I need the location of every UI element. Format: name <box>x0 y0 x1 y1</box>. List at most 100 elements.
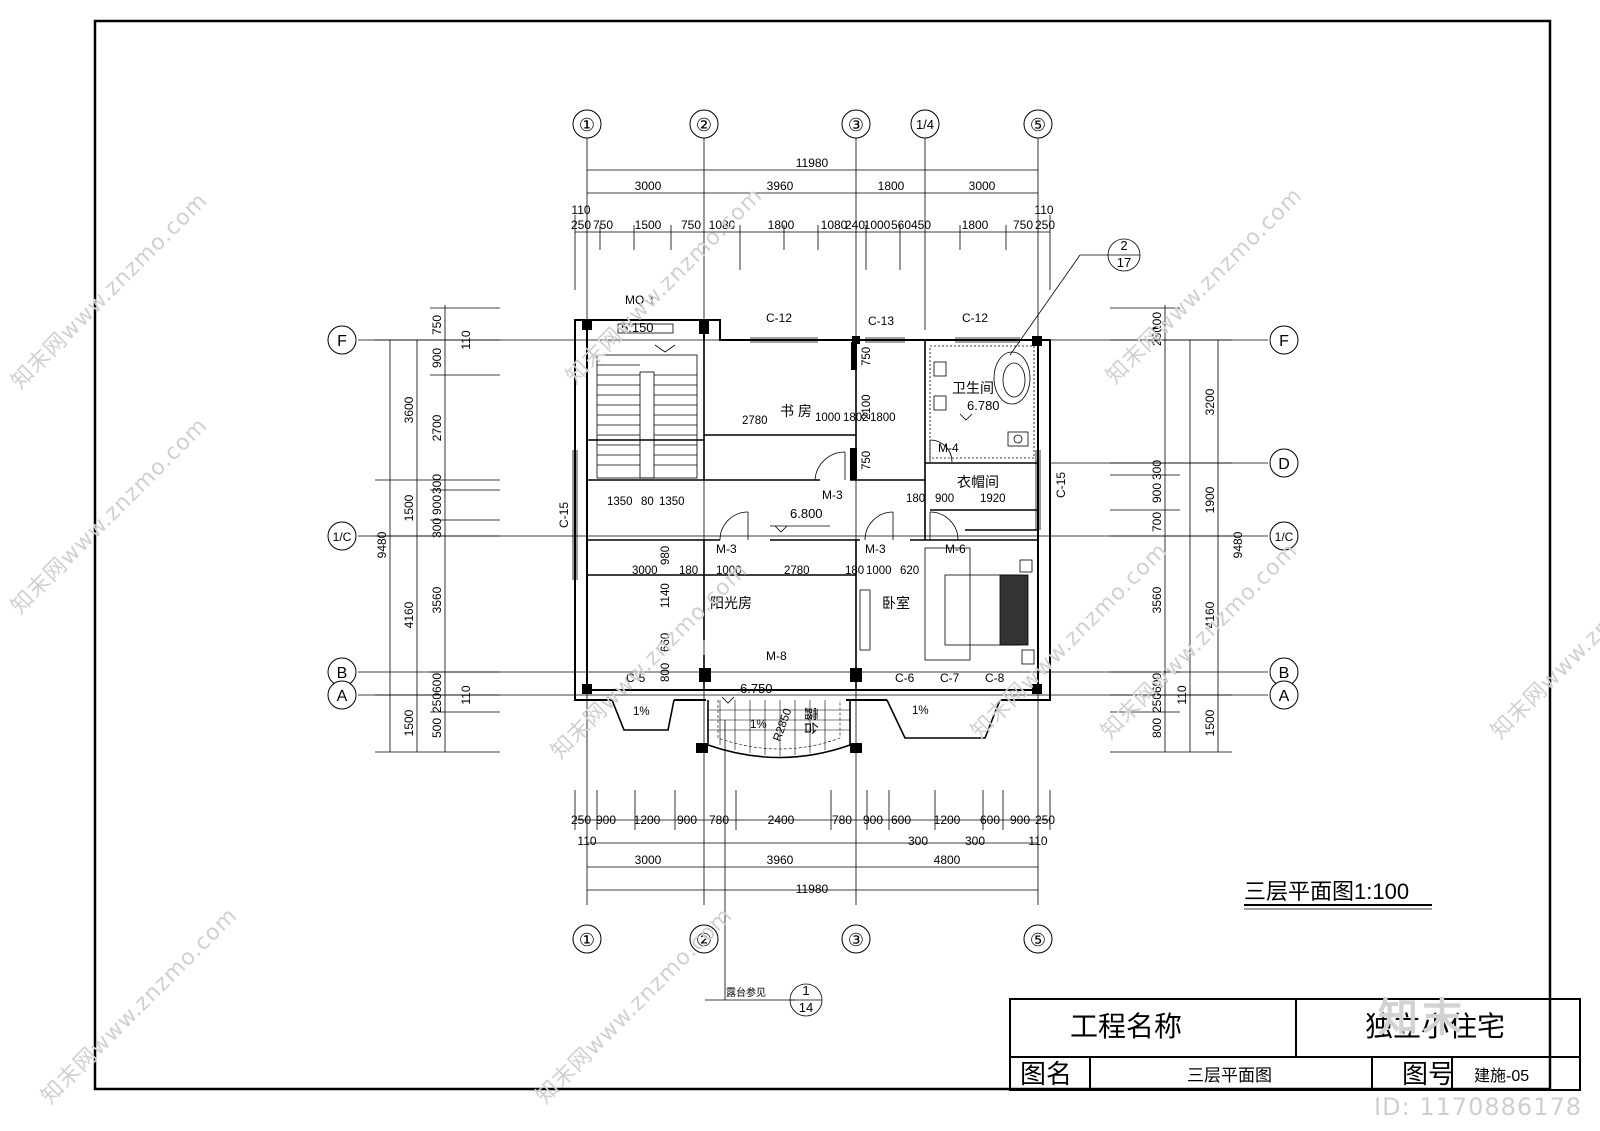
axis-label-top: ⑤ <box>1030 115 1046 135</box>
window-tag: C-8 <box>985 671 1005 685</box>
detail-callouts <box>705 238 1141 1017</box>
right-detail-dim: 250 <box>1150 693 1164 713</box>
drawing-number-label: 图号 <box>1402 1059 1454 1089</box>
axis-label-bottom: ③ <box>848 930 864 950</box>
axis-label-top: ② <box>696 115 712 135</box>
bottom-detail-dim: 1200 <box>634 813 661 827</box>
right-segment-dim: 1900 <box>1203 486 1217 513</box>
top-detail-dim: 250 <box>571 218 591 232</box>
stair-dim: 1350 <box>659 496 685 508</box>
bottom-detail-dim: 900 <box>1010 813 1030 827</box>
bottom-offset-dim: 110 <box>577 834 596 848</box>
middle-dim: 2780 <box>784 565 810 577</box>
study-dim: 2780 <box>742 415 768 427</box>
bathroom-fixtures <box>929 345 1035 459</box>
top-bay-dim: 3000 <box>969 179 996 193</box>
study-dim: 2100 <box>861 394 873 420</box>
bottom-offset-dim: 110 <box>1028 834 1047 848</box>
axis-label-top: ① <box>579 115 595 135</box>
bedroom-furniture <box>859 547 1035 665</box>
drawing-border <box>93 19 1552 1091</box>
right-offset-dim: 110 <box>1175 685 1189 704</box>
watermark-text: 知末网www.znzmo.com <box>547 558 753 764</box>
axis-label-right: A <box>1279 688 1290 705</box>
room-label-terrace: 露台 <box>803 707 819 735</box>
level-mark: 6.800 <box>790 506 823 521</box>
middle-dim: 1000 <box>716 565 742 577</box>
left-overall-dim: 9480 <box>375 531 389 558</box>
top-bay-dim: 3000 <box>635 179 662 193</box>
middle-dim: 180 <box>679 565 698 577</box>
level-mark: 5.150 <box>621 320 654 335</box>
top-detail-dim: 1800 <box>962 218 989 232</box>
top-detail-dim: 1080 <box>709 218 736 232</box>
left-detail-dim: 600 <box>430 673 444 693</box>
left-segment-dim: 1500 <box>402 494 416 521</box>
axis-label-right: D <box>1278 456 1290 473</box>
door-tag: M-3 <box>822 488 843 502</box>
bottom-bay-dim: 4800 <box>934 853 961 867</box>
level-mark: 6.780 <box>967 398 1000 413</box>
axis-label-bottom: ② <box>696 930 712 950</box>
sun-dim: 800 <box>660 663 672 682</box>
room-label-study: 书 房 <box>780 403 812 419</box>
terrace-dim: R2850 <box>772 707 795 743</box>
axis-label-top: ③ <box>848 115 864 135</box>
window-tag: C-15 <box>1054 472 1068 498</box>
left-detail-dim: 2700 <box>430 414 444 441</box>
drawing-name-label: 图名 <box>1020 1059 1072 1089</box>
top-bay-dim: 3960 <box>767 179 794 193</box>
top-detail-dim: 1800 <box>768 218 795 232</box>
watermark-text: 知末网www.znzmo.com <box>7 188 213 394</box>
room-label-bathroom: 卫生间 <box>952 380 994 396</box>
bottom-detail-dim: 600 <box>891 813 911 827</box>
title-block <box>1009 998 1581 1091</box>
left-offset-dim: 110 <box>459 330 473 349</box>
left-detail-dim: 250 <box>430 693 444 713</box>
project-name-label: 工程名称 <box>1070 1011 1182 1042</box>
drawing-title: 三层平面图1:100 <box>1244 879 1409 904</box>
watermark-text: 知末网www.znzmo.com <box>37 903 243 1109</box>
door-tag: M-3 <box>865 542 886 556</box>
left-detail-dim: 500 <box>430 718 444 738</box>
window-tag: C-6 <box>895 671 915 685</box>
sun-dim: 980 <box>660 546 672 565</box>
left-offset-dim: 110 <box>459 685 473 704</box>
left-detail-dim: 3560 <box>430 586 444 613</box>
bottom-bay-dim: 3000 <box>635 853 662 867</box>
left-dimension-lines <box>375 305 500 753</box>
cloak-dim: 900 <box>935 493 954 505</box>
left-detail-dim: 900 <box>430 495 444 515</box>
window-lines <box>572 337 1041 580</box>
bay-windows <box>611 699 1001 739</box>
detail-ref-sheet: 14 <box>799 1000 813 1015</box>
study-dim: 1000 <box>815 412 841 424</box>
room-label-sunroom: 阳光房 <box>710 595 752 611</box>
bottom-detail-dim: 900 <box>596 813 616 827</box>
top-overall-dim: 11980 <box>796 156 829 170</box>
door-tag: M-3 <box>716 542 737 556</box>
watermark-id: ID: 1170886178 <box>1374 1093 1582 1121</box>
axis-label-bottom: ⑤ <box>1030 930 1046 950</box>
top-detail-dim: 750 <box>1013 218 1033 232</box>
window-tag: C-7 <box>940 671 960 685</box>
watermark-text: 知末网www.znzmo.com <box>7 413 213 619</box>
slope-mark: 1% <box>750 719 767 731</box>
bottom-offset-dim: 300 <box>908 834 928 848</box>
watermark-text: 知末网www.znzmo.com <box>562 183 768 389</box>
bottom-detail-dim: 780 <box>709 813 729 827</box>
top-detail-dim: 250 <box>1035 218 1055 232</box>
bottom-detail-dim: 2400 <box>768 813 795 827</box>
sun-dim: 1140 <box>660 583 672 608</box>
right-detail-dim: 700 <box>1150 512 1164 532</box>
top-offset-dim: 110 <box>1034 203 1053 217</box>
axis-label-right: B <box>1279 665 1290 682</box>
top-detail-dim: 750 <box>681 218 701 232</box>
right-detail-dim: 3560 <box>1150 586 1164 613</box>
study-dim: 750 <box>861 347 873 366</box>
bottom-detail-dim: 780 <box>832 813 852 827</box>
door-tag: M-4 <box>938 441 959 455</box>
stair-dim: 80 <box>641 496 654 508</box>
axis-label-right: 1/C <box>1275 530 1294 544</box>
